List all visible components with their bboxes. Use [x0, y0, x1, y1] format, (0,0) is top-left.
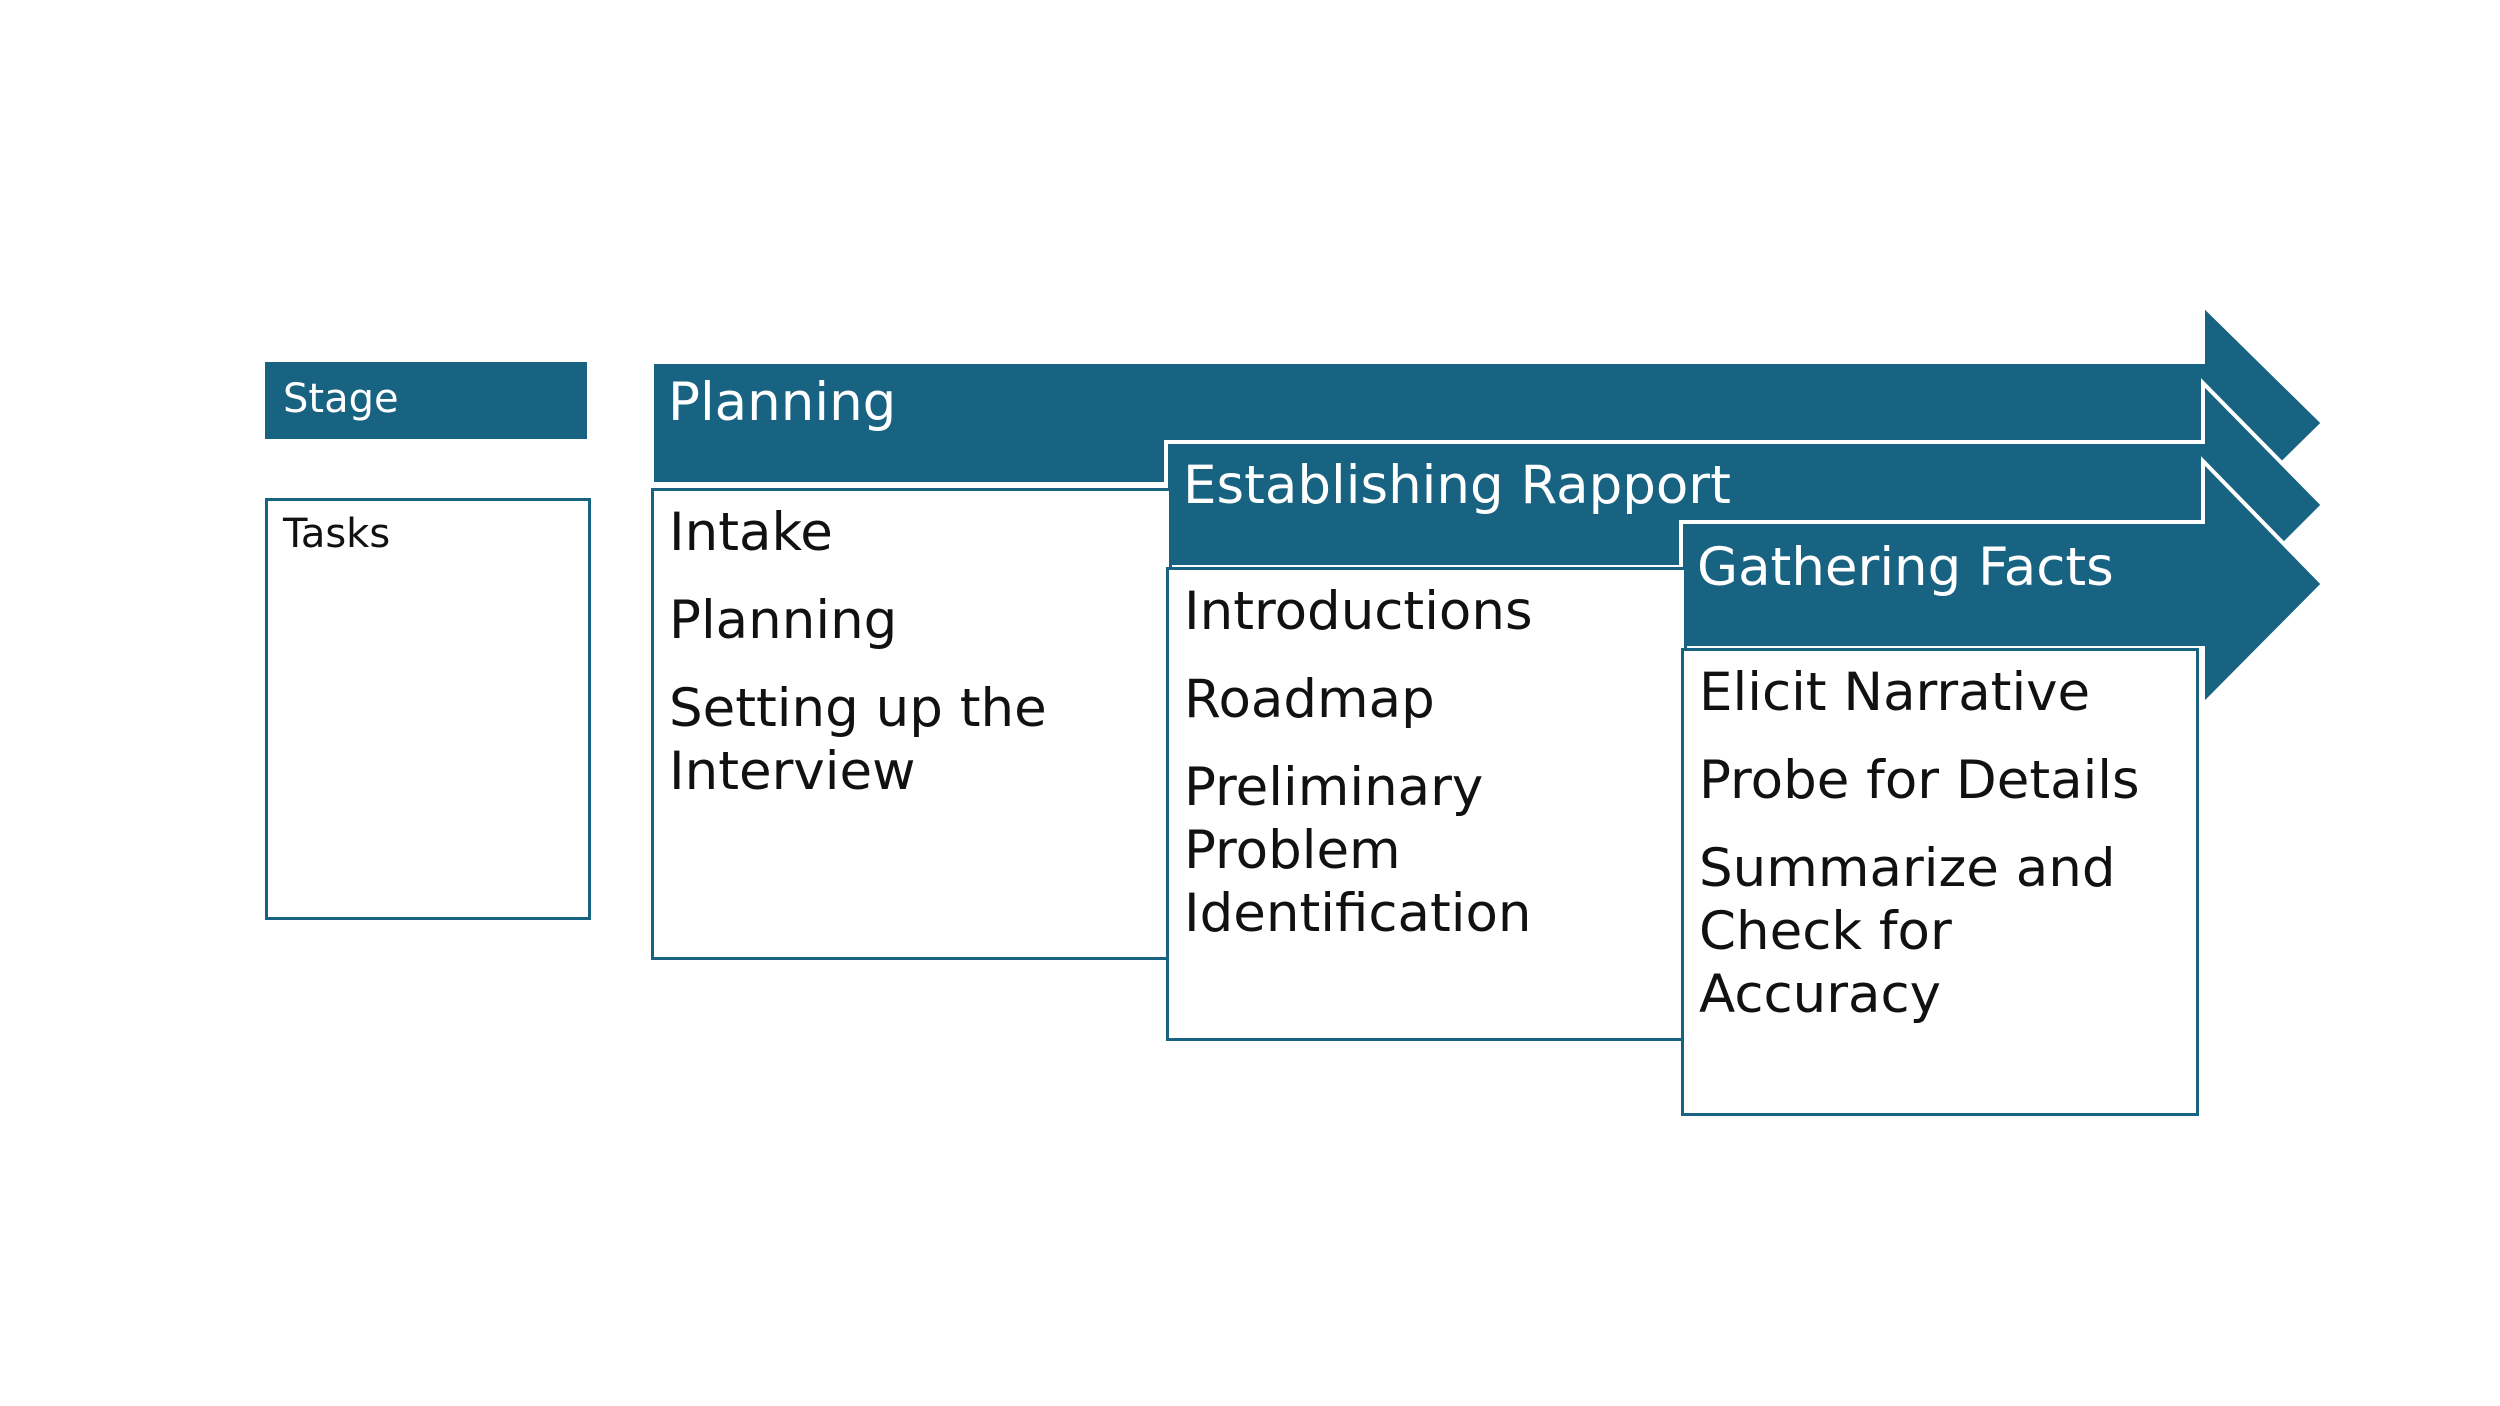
task-item: Summarize and Check for Accuracy: [1699, 838, 2116, 1025]
legend-tasks-box: Tasks: [265, 498, 591, 920]
task-item: Planning: [669, 590, 898, 651]
task-item: Intake: [669, 502, 833, 563]
task-item: Preliminary Problem Identification: [1184, 757, 1532, 944]
task-item: Setting up the Interview: [669, 678, 1047, 802]
legend-tasks-label: Tasks: [283, 511, 391, 557]
legend-stage-box: Stage: [265, 362, 587, 439]
tasks-box-gathering-facts: Elicit Narrative Probe for Details Summa…: [1681, 648, 2199, 1116]
task-item: Introductions: [1184, 581, 1533, 642]
task-item: Roadmap: [1184, 669, 1435, 730]
tasks-box-establishing-rapport: Introductions Roadmap Preliminary Proble…: [1166, 567, 1687, 1041]
stage-title-establishing-rapport: Establishing Rapport: [1183, 455, 1731, 516]
task-item: Elicit Narrative: [1699, 662, 2091, 723]
stage-title-gathering-facts: Gathering Facts: [1697, 537, 2114, 598]
tasks-box-planning: Intake Planning Setting up the Interview: [651, 488, 1172, 960]
stage-title-planning: Planning: [668, 372, 897, 433]
task-item: Probe for Details: [1699, 750, 2140, 811]
legend-stage-label: Stage: [283, 376, 399, 422]
